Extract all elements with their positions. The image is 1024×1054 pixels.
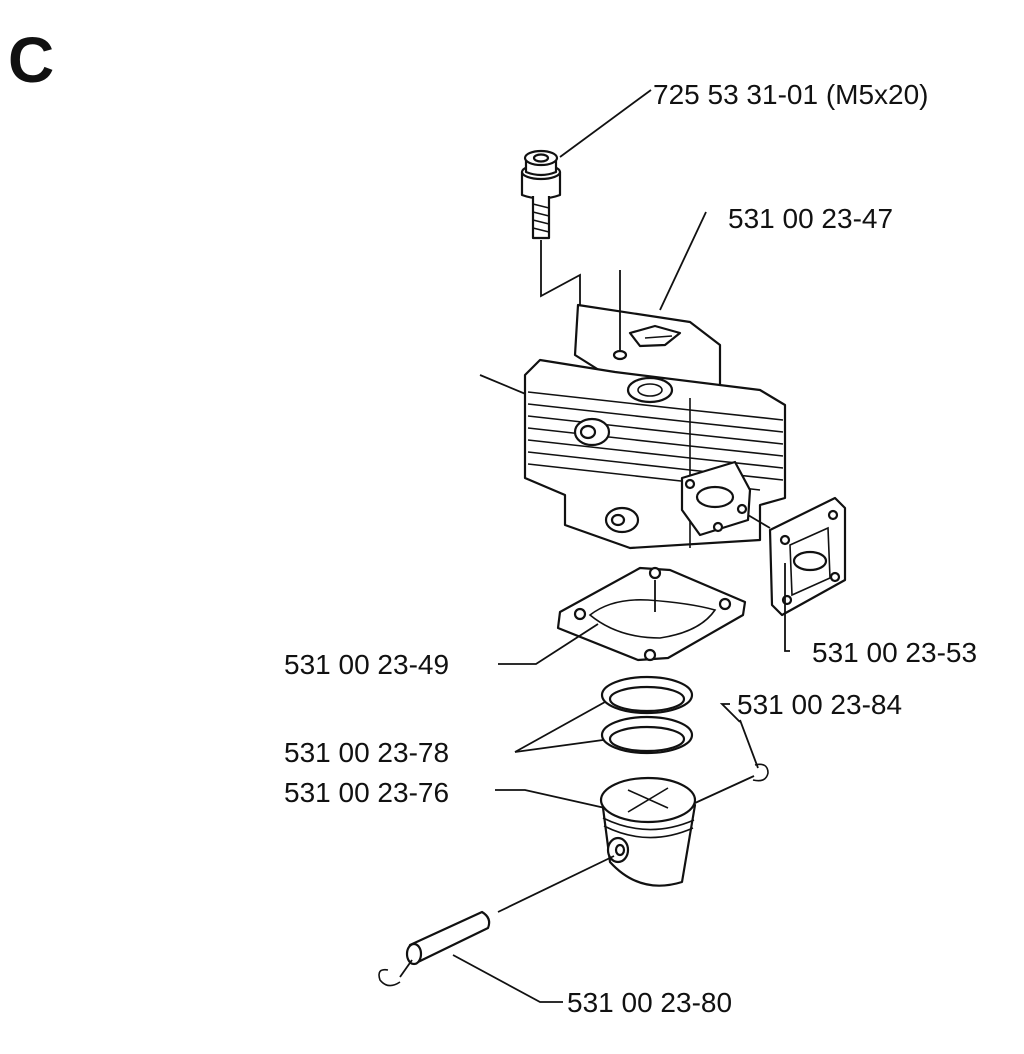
piston-part bbox=[497, 775, 755, 913]
part-label-exhaust-gasket: 531 00 23-53 bbox=[812, 637, 977, 668]
part-label-cylinder: 531 00 23-47 bbox=[728, 203, 893, 234]
cylinder-part bbox=[479, 270, 787, 550]
exhaust-gasket-part bbox=[768, 496, 847, 617]
cylinder-gasket-part bbox=[556, 566, 747, 662]
part-label-retainer: 531 00 23-84 bbox=[737, 689, 902, 720]
section-letter: C bbox=[8, 24, 54, 96]
leader-lines bbox=[452, 89, 790, 1003]
part-label-piston-pin: 531 00 23-80 bbox=[567, 987, 732, 1018]
piston-rings-part bbox=[600, 675, 694, 755]
part-label-cylinder-gasket: 531 00 23-49 bbox=[284, 649, 449, 680]
retainer-clip-part bbox=[739, 719, 769, 782]
screw-part bbox=[520, 149, 581, 320]
part-label-screw: 725 53 31-01 (M5x20) bbox=[653, 79, 929, 110]
piston-pin-part bbox=[378, 910, 491, 987]
part-label-piston-rings: 531 00 23-78 bbox=[284, 737, 449, 768]
part-label-piston: 531 00 23-76 bbox=[284, 777, 449, 808]
